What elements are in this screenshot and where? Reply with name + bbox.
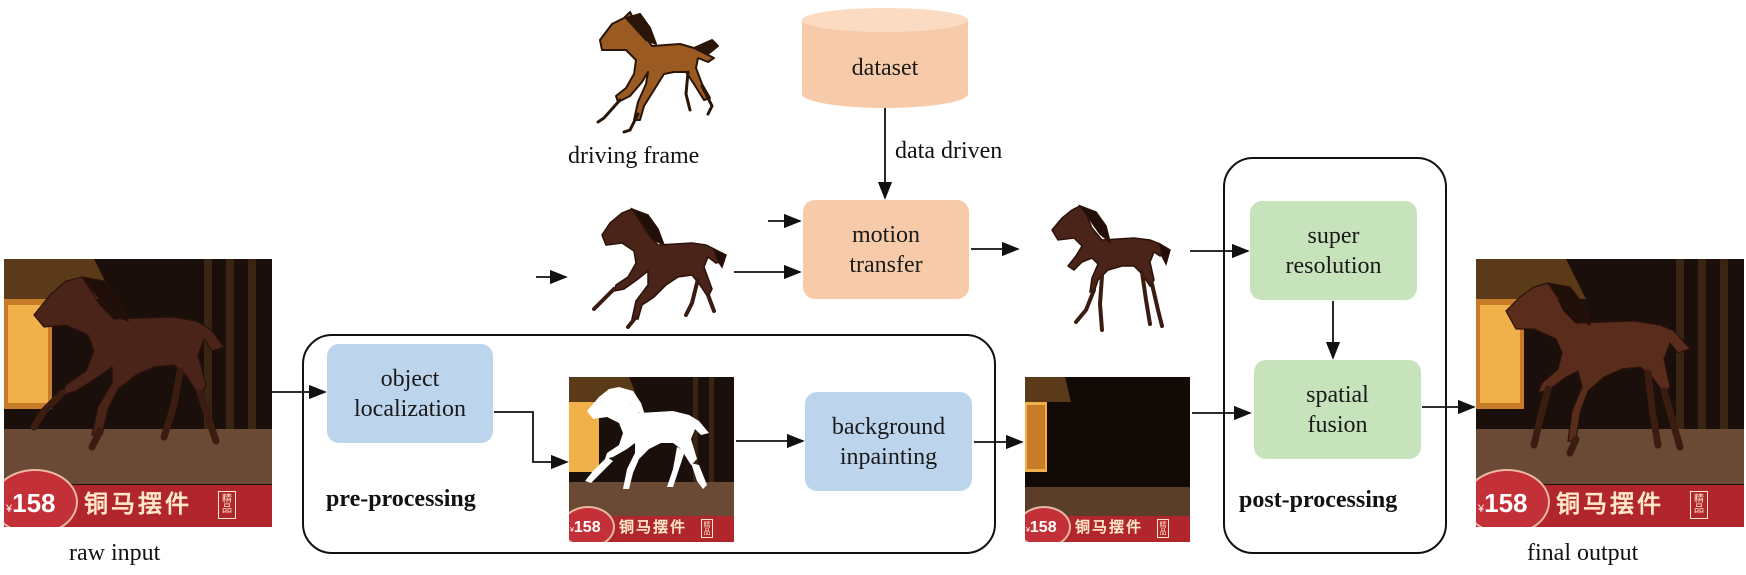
inpainted-badge-char1: 精: [1159, 520, 1167, 529]
pre-processing-group: [302, 334, 996, 554]
inpainted-price-value: 158: [1029, 519, 1057, 536]
inpainted-badge: 精品: [1157, 519, 1169, 538]
inpainted-price-circle: [1025, 506, 1071, 542]
mask-product-title: 铜马摆件: [619, 518, 688, 536]
inpainted-background-image: ¥158 铜马摆件 精品: [1025, 377, 1190, 542]
spatial-fusion-line1: spatial: [1306, 381, 1369, 408]
raw-input-label: raw input: [69, 540, 161, 566]
super-resolution-box: super resolution: [1250, 201, 1417, 300]
dataset-label: dataset: [851, 55, 919, 81]
animated-horse-icon: [1051, 204, 1171, 332]
foreground-mask-image: ¥158 铜马摆件 精品: [569, 377, 734, 542]
final-output-image: ¥158 铜马摆件 精品: [1476, 259, 1744, 527]
inpainted-price: ¥158: [1026, 519, 1057, 537]
spatial-fusion-box: spatial fusion: [1254, 360, 1421, 459]
mask-badge-char2: 品: [703, 527, 711, 536]
raw-input-scene: [4, 259, 272, 527]
data-driven-label: data driven: [895, 138, 1003, 164]
final-output-price-circle: [1476, 469, 1550, 527]
final-output-product-title: 铜马摆件: [1556, 490, 1664, 518]
super-resolution-line1: super: [1307, 222, 1360, 249]
post-processing-label: post-processing: [1239, 487, 1398, 513]
raw-input-price: ¥158: [6, 488, 56, 519]
pre-processing-label: pre-processing: [326, 486, 476, 512]
motion-transfer-line1: motion: [851, 221, 920, 248]
mask-badge-char1: 精: [703, 520, 711, 529]
raw-input-product-title: 铜马摆件: [84, 490, 192, 518]
final-output-currency: ¥: [1478, 503, 1485, 515]
motion-transfer-box: motion transfer: [803, 200, 969, 299]
super-resolution-line2: resolution: [1285, 252, 1382, 279]
dataset-cylinder-icon: [802, 8, 968, 108]
inpainted-badge-char2: 品: [1159, 527, 1167, 536]
raw-input-price-value: 158: [12, 488, 56, 518]
final-output-badge: 精品: [1690, 491, 1708, 519]
driving-frame-horse-icon: [596, 11, 719, 134]
final-output-label: final output: [1527, 540, 1639, 566]
mask-price-value: 158: [573, 519, 601, 536]
raw-input-price-circle: [4, 469, 78, 527]
background-inpainting-box: background inpainting: [805, 392, 972, 491]
inpainted-product-title: 铜马摆件: [1075, 518, 1144, 536]
motion-transfer-line2: transfer: [849, 251, 923, 278]
object-localization-box: object localization: [327, 344, 493, 443]
raw-input-badge-char2: 品: [222, 504, 232, 515]
final-output-price: ¥158: [1478, 488, 1528, 519]
background-inpainting-line1: background: [831, 413, 946, 440]
object-localization-line1: object: [380, 365, 440, 392]
background-inpainting-line2: inpainting: [839, 443, 938, 470]
object-localization-line2: localization: [354, 395, 466, 422]
arrow-localization-to-mask: [494, 411, 569, 470]
final-output-badge-char2: 品: [1694, 504, 1704, 515]
mask-price-circle: [569, 506, 615, 542]
post-processing-group: [1223, 157, 1447, 554]
mask-price: ¥158: [570, 519, 601, 537]
source-horse-icon: [592, 207, 727, 329]
mask-currency: ¥: [570, 527, 574, 534]
spatial-fusion-line2: fusion: [1307, 411, 1368, 438]
inpainted-currency: ¥: [1026, 527, 1030, 534]
raw-input-badge: 精品: [218, 491, 236, 519]
raw-input-currency: ¥: [6, 503, 13, 515]
driving-frame-label: driving frame: [568, 143, 700, 169]
raw-input-image: ¥158 铜马摆件 精品: [4, 259, 272, 527]
final-output-price-value: 158: [1484, 488, 1528, 518]
mask-badge: 精品: [701, 519, 713, 538]
final-output-badge-char1: 精: [1694, 494, 1704, 505]
raw-input-badge-char1: 精: [222, 494, 232, 505]
